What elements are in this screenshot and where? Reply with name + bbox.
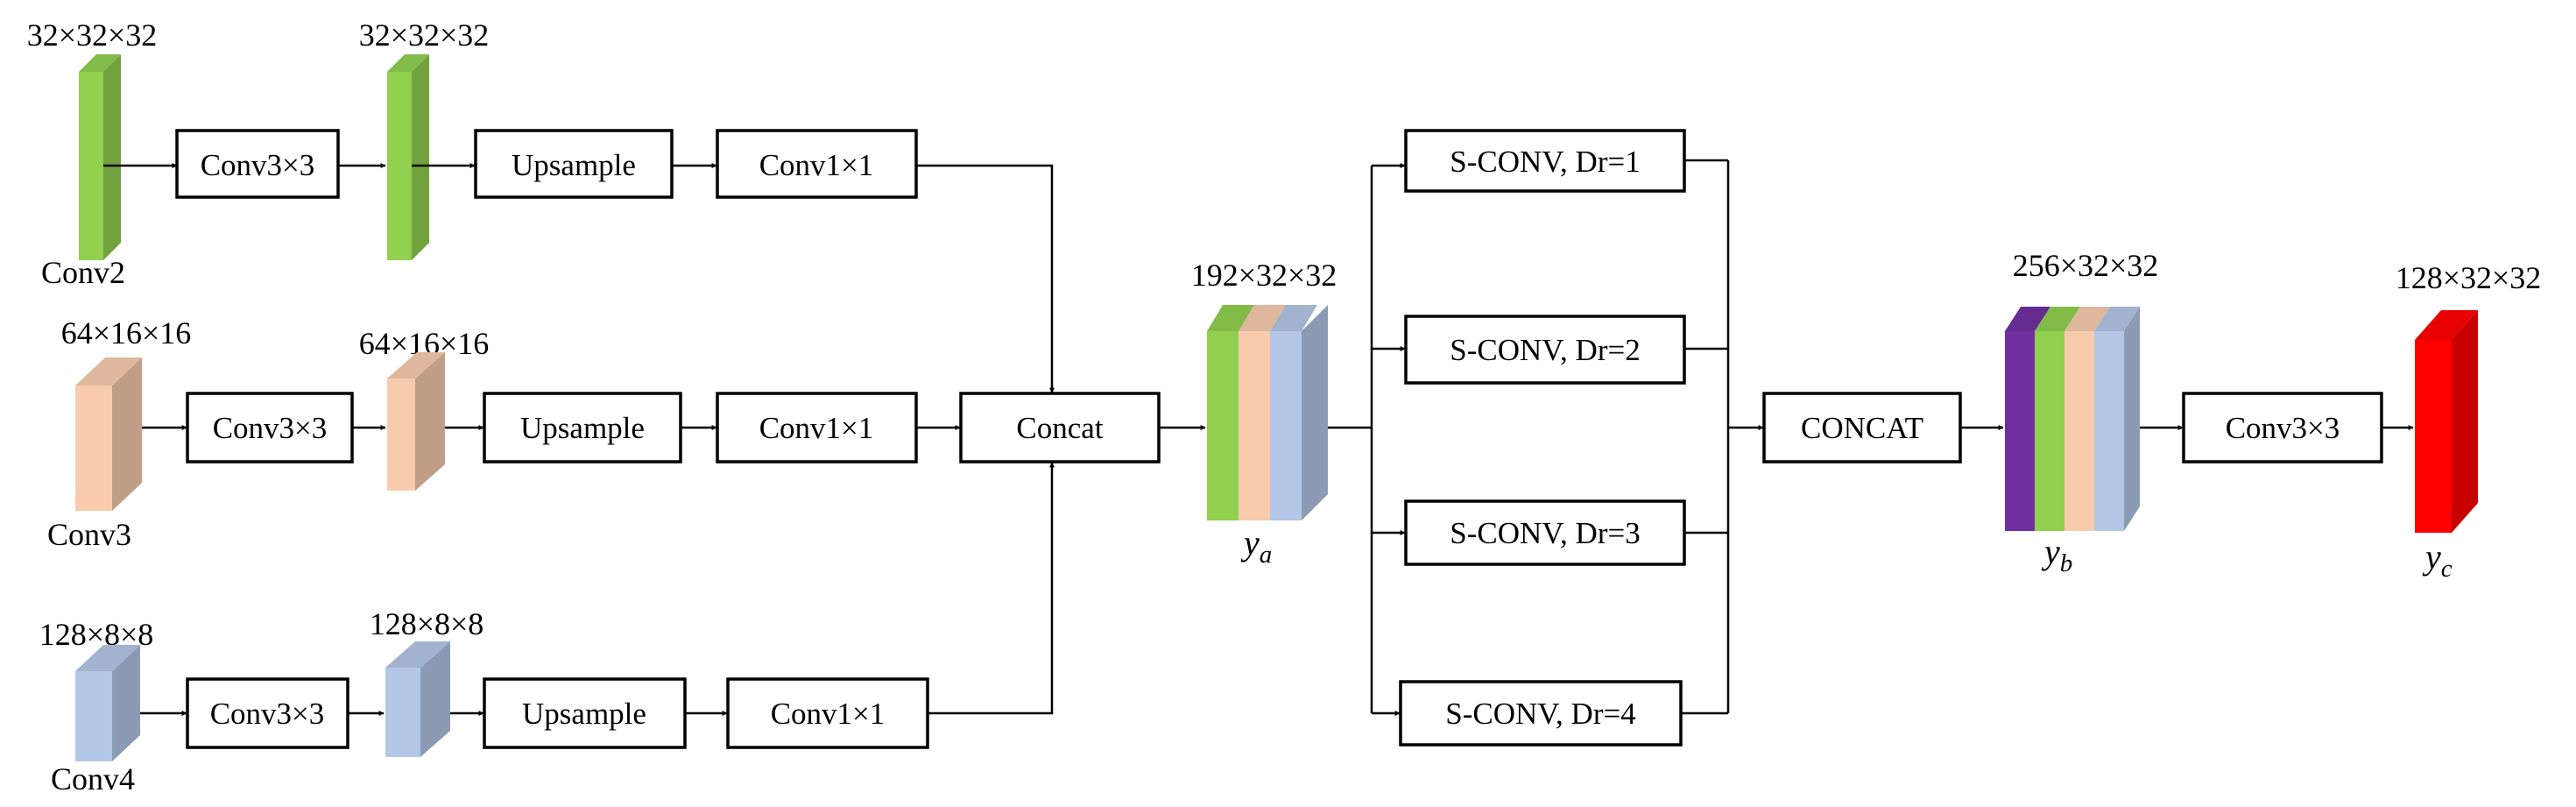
conv2-mid-block <box>387 54 429 260</box>
conv2-output-dim: 32×32×32 <box>359 18 490 53</box>
row-conv3: 64×16×16 Conv3 Conv3×3 64×16×16 Upsample… <box>47 315 961 552</box>
yc-label: yc <box>2422 537 2452 583</box>
yb-block <box>2005 307 2140 531</box>
row-conv4: 128×8×8 Conv4 Conv3×3 128×8×8 Upsample C… <box>39 462 1055 796</box>
conv2-input-dim: 32×32×32 <box>27 18 158 53</box>
conv3-conv1x1-box <box>716 392 918 464</box>
sconv-dr3-label: S-CONV, Dr=3 <box>1450 516 1640 550</box>
yc-block <box>2415 310 2478 533</box>
sconv-dr1-label: S-CONV, Dr=1 <box>1450 145 1640 179</box>
final-conv3x3-box <box>2182 392 2383 464</box>
sconv-branches: S-CONV, Dr=1 S-CONV, Dr=2 S-CONV, Dr=3 S… <box>1328 129 1764 747</box>
conv3-mid-block <box>387 352 445 491</box>
yc-dim: 128×32×32 <box>2396 260 2542 295</box>
ya-label: ya <box>1240 523 1272 569</box>
sconv-dr1-box <box>1404 129 1686 193</box>
concat2-label: CONCAT <box>1801 411 1923 445</box>
conv3-layer-label: Conv3 <box>47 517 131 552</box>
conv4-conv1x1-label: Conv1×1 <box>771 697 886 731</box>
conv3-input-block <box>75 357 142 511</box>
conv3-conv1x1-label: Conv1×1 <box>759 411 874 445</box>
sconv-dr3-box <box>1404 499 1686 566</box>
conv4-layer-label: Conv4 <box>51 761 135 796</box>
conv4-conv3x3-box <box>186 677 349 749</box>
conv4-upsample-box <box>483 677 687 749</box>
conv2-input-block <box>79 54 121 260</box>
conv2-conv3x3-label: Conv3×3 <box>201 148 315 182</box>
yb-dim: 256×32×32 <box>2013 248 2159 283</box>
conv3-conv3x3-box <box>186 392 354 464</box>
conv3-input-dim: 64×16×16 <box>61 315 192 350</box>
yb-label: yb <box>2041 532 2072 577</box>
row-conv2: 32×32×32 Conv2 Conv3×3 32×32×32 Upsample… <box>27 18 1055 393</box>
concat-label: Concat <box>1016 411 1103 445</box>
conv4-input-block <box>75 645 140 761</box>
arrow-conv2-to-concat <box>916 164 1055 393</box>
arrow-conv4-to-concat <box>928 462 1055 715</box>
final-conv3x3-label: Conv3×3 <box>2226 411 2340 445</box>
conv2-conv3x3-box <box>175 129 340 199</box>
conv3-upsample-box <box>483 392 682 464</box>
conv2-conv1x1-box <box>716 129 918 199</box>
conv4-output-dim: 128×8×8 <box>370 606 484 641</box>
conv3-upsample-label: Upsample <box>520 411 645 445</box>
conv2-layer-label: Conv2 <box>41 255 125 290</box>
ya-dim: 192×32×32 <box>1191 258 1337 293</box>
conv4-conv3x3-label: Conv3×3 <box>210 697 325 731</box>
conv4-upsample-label: Upsample <box>522 697 646 731</box>
concat-box <box>959 392 1161 464</box>
concat2-box <box>1762 392 1962 464</box>
conv2-upsample-label: Upsample <box>512 148 636 182</box>
sconv-dr4-label: S-CONV, Dr=4 <box>1445 697 1635 731</box>
ya-block <box>1207 305 1328 520</box>
conv2-upsample-box <box>474 129 674 199</box>
conv2-conv1x1-label: Conv1×1 <box>759 148 874 182</box>
conv3-conv3x3-label: Conv3×3 <box>213 411 328 445</box>
sconv-dr2-box <box>1404 315 1686 385</box>
conv4-mid-block <box>385 641 450 757</box>
sconv-dr2-label: S-CONV, Dr=2 <box>1450 333 1640 367</box>
